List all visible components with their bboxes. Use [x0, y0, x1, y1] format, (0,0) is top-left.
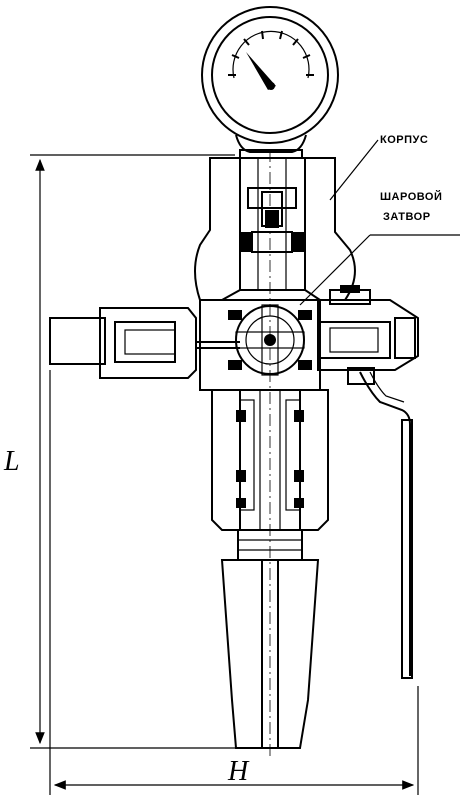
- right-side-fitting: [317, 285, 419, 371]
- label-ball-valve-line1: ШАРОВОЙ: [380, 190, 442, 203]
- dimension-h: [49, 370, 419, 795]
- dimension-l-label: L: [3, 446, 20, 477]
- nozzle-tip: [220, 559, 320, 749]
- left-side-fitting: [49, 307, 240, 379]
- gauge-needle: [246, 52, 276, 90]
- valve-body: [194, 157, 356, 301]
- handle-lever: [347, 367, 413, 679]
- label-ball-valve-line2: ЗАТВОР: [383, 211, 431, 223]
- pressure-gauge: [201, 6, 339, 159]
- gauge-scale: [228, 30, 314, 79]
- dimension-h-label: H: [227, 756, 250, 787]
- ball-valve: [199, 299, 321, 391]
- label-body: КОРПУС: [380, 134, 428, 146]
- label-leaders: [299, 139, 460, 306]
- dimension-l: [30, 154, 236, 749]
